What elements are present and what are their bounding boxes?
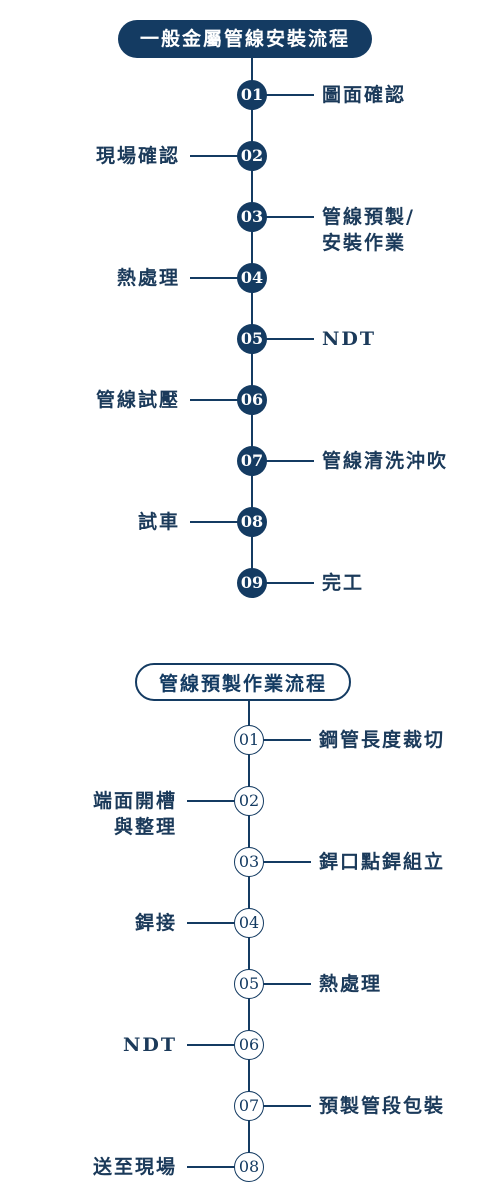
step-connector: [261, 983, 311, 985]
flow-title: 一般金屬管線安裝流程: [117, 20, 373, 58]
timeline-line: [251, 58, 253, 583]
step-label-line: 鋼管長度裁切: [319, 729, 446, 751]
step-label-line: 送至現場: [92, 1156, 177, 1178]
step-label: 端面開槽與整理: [93, 788, 177, 840]
flow-title: 管線預製作業流程: [134, 663, 352, 701]
step-number-badge: 07: [234, 1091, 264, 1121]
step-label: 圖面確認: [322, 82, 406, 108]
step-label-line: 端面開槽: [92, 790, 177, 812]
step-number-badge: 09: [237, 568, 267, 598]
step-label-line: 管線清洗沖吹: [322, 450, 449, 472]
step-connector: [187, 1044, 237, 1046]
step-label-line: 熱處理: [319, 973, 383, 995]
step-label: NDT: [322, 326, 376, 352]
step-number-badge: 03: [234, 847, 264, 877]
step-label-line: 圖面確認: [322, 84, 407, 106]
step-connector: [190, 521, 240, 523]
step-number-badge: 02: [237, 141, 267, 171]
step-number-badge: 04: [237, 263, 267, 293]
step-label: 現場確認: [96, 143, 180, 169]
step-connector: [187, 1166, 237, 1168]
step-label-line: 銲接: [134, 912, 177, 934]
step-number-badge: 04: [234, 908, 264, 938]
step-number-badge: 05: [237, 324, 267, 354]
step-connector: [187, 800, 237, 802]
step-number-badge: 05: [234, 969, 264, 999]
step-number-badge: 06: [234, 1030, 264, 1060]
step-label-line: 與整理: [113, 816, 177, 838]
step-number-badge: 01: [234, 725, 264, 755]
step-label-line: NDT: [123, 1034, 177, 1056]
step-connector: [190, 399, 240, 401]
step-connector: [264, 216, 314, 218]
step-label-line: 預製管段包裝: [319, 1095, 446, 1117]
step-label: NDT: [123, 1032, 177, 1058]
step-number-badge: 08: [237, 507, 267, 537]
step-label: 管線清洗沖吹: [322, 448, 448, 474]
step-label: 銲接: [135, 910, 177, 936]
step-connector: [264, 460, 314, 462]
step-connector: [190, 155, 240, 157]
step-number-badge: 08: [234, 1152, 264, 1182]
step-label: 完工: [322, 570, 364, 596]
step-connector: [261, 861, 311, 863]
step-number-badge: 07: [237, 446, 267, 476]
step-label-line: 管線試壓: [95, 389, 180, 411]
step-label-line: 管線預製/: [322, 206, 415, 228]
step-connector: [264, 338, 314, 340]
step-label-line: 現場確認: [95, 145, 180, 167]
step-label: 試車: [138, 509, 180, 535]
step-label: 銲口點銲組立: [319, 849, 445, 875]
step-label-line: NDT: [322, 328, 376, 350]
step-label-line: 安裝作業: [322, 232, 407, 254]
step-connector: [261, 739, 311, 741]
step-number-badge: 02: [234, 786, 264, 816]
step-label: 管線試壓: [96, 387, 180, 413]
step-label: 鋼管長度裁切: [319, 727, 445, 753]
step-label-line: 銲口點銲組立: [319, 851, 446, 873]
step-connector: [187, 922, 237, 924]
step-number-badge: 06: [237, 385, 267, 415]
step-label: 預製管段包裝: [319, 1093, 445, 1119]
step-connector: [190, 277, 240, 279]
step-label: 送至現場: [93, 1154, 177, 1180]
step-label: 管線預製/安裝作業: [322, 204, 415, 256]
step-connector: [261, 1105, 311, 1107]
step-label: 熱處理: [117, 265, 180, 291]
step-connector: [264, 94, 314, 96]
step-number-badge: 03: [237, 202, 267, 232]
step-number-badge: 01: [237, 80, 267, 110]
step-connector: [264, 582, 314, 584]
step-label-line: 完工: [322, 572, 365, 594]
step-label-line: 試車: [137, 511, 180, 533]
step-label-line: 熱處理: [116, 267, 180, 289]
step-label: 熱處理: [319, 971, 382, 997]
